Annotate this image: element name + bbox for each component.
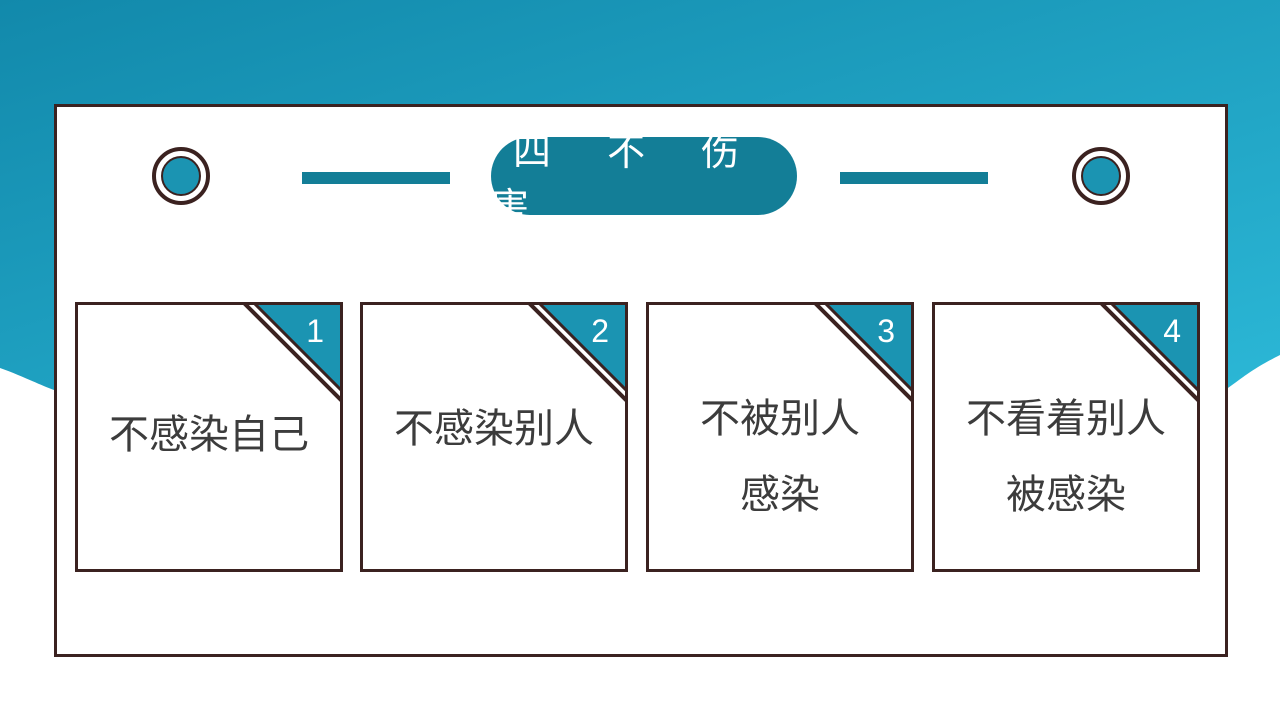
card-2: 2 不感染别人 bbox=[360, 302, 628, 572]
corner-tab-4 bbox=[1100, 305, 1197, 402]
card-text-1: 不感染自己 bbox=[109, 412, 309, 458]
card-number-4: 4 bbox=[1163, 313, 1181, 349]
title-line-left bbox=[302, 172, 450, 184]
corner-tab-1 bbox=[243, 305, 340, 402]
card-4: 4 不看着别人 被感染 bbox=[932, 302, 1200, 572]
card-1: 1 不感染自己 bbox=[75, 302, 343, 572]
ring-decoration-right bbox=[1072, 147, 1130, 205]
content-frame: 四 不 伤 害 1 不感染自己 2 不感染别人 bbox=[54, 104, 1228, 657]
page-title: 四 不 伤 害 bbox=[491, 130, 797, 229]
card-text-3-line-1: 不被别人 bbox=[700, 396, 860, 442]
card-3: 3 不被别人 感染 bbox=[646, 302, 914, 572]
card-number-3: 3 bbox=[877, 313, 895, 349]
ring-decoration-left bbox=[152, 147, 210, 205]
title-line-right bbox=[840, 172, 988, 184]
card-text-3-line-2: 感染 bbox=[740, 472, 820, 518]
card-number-2: 2 bbox=[591, 313, 609, 349]
corner-tab-2 bbox=[528, 305, 625, 402]
card-number-1: 1 bbox=[306, 313, 324, 349]
corner-tab-3 bbox=[814, 305, 911, 402]
card-text-4-line-1: 不看着别人 bbox=[966, 396, 1166, 442]
card-text-4-line-2: 被感染 bbox=[1006, 472, 1126, 518]
card-text-2: 不感染别人 bbox=[394, 406, 594, 452]
